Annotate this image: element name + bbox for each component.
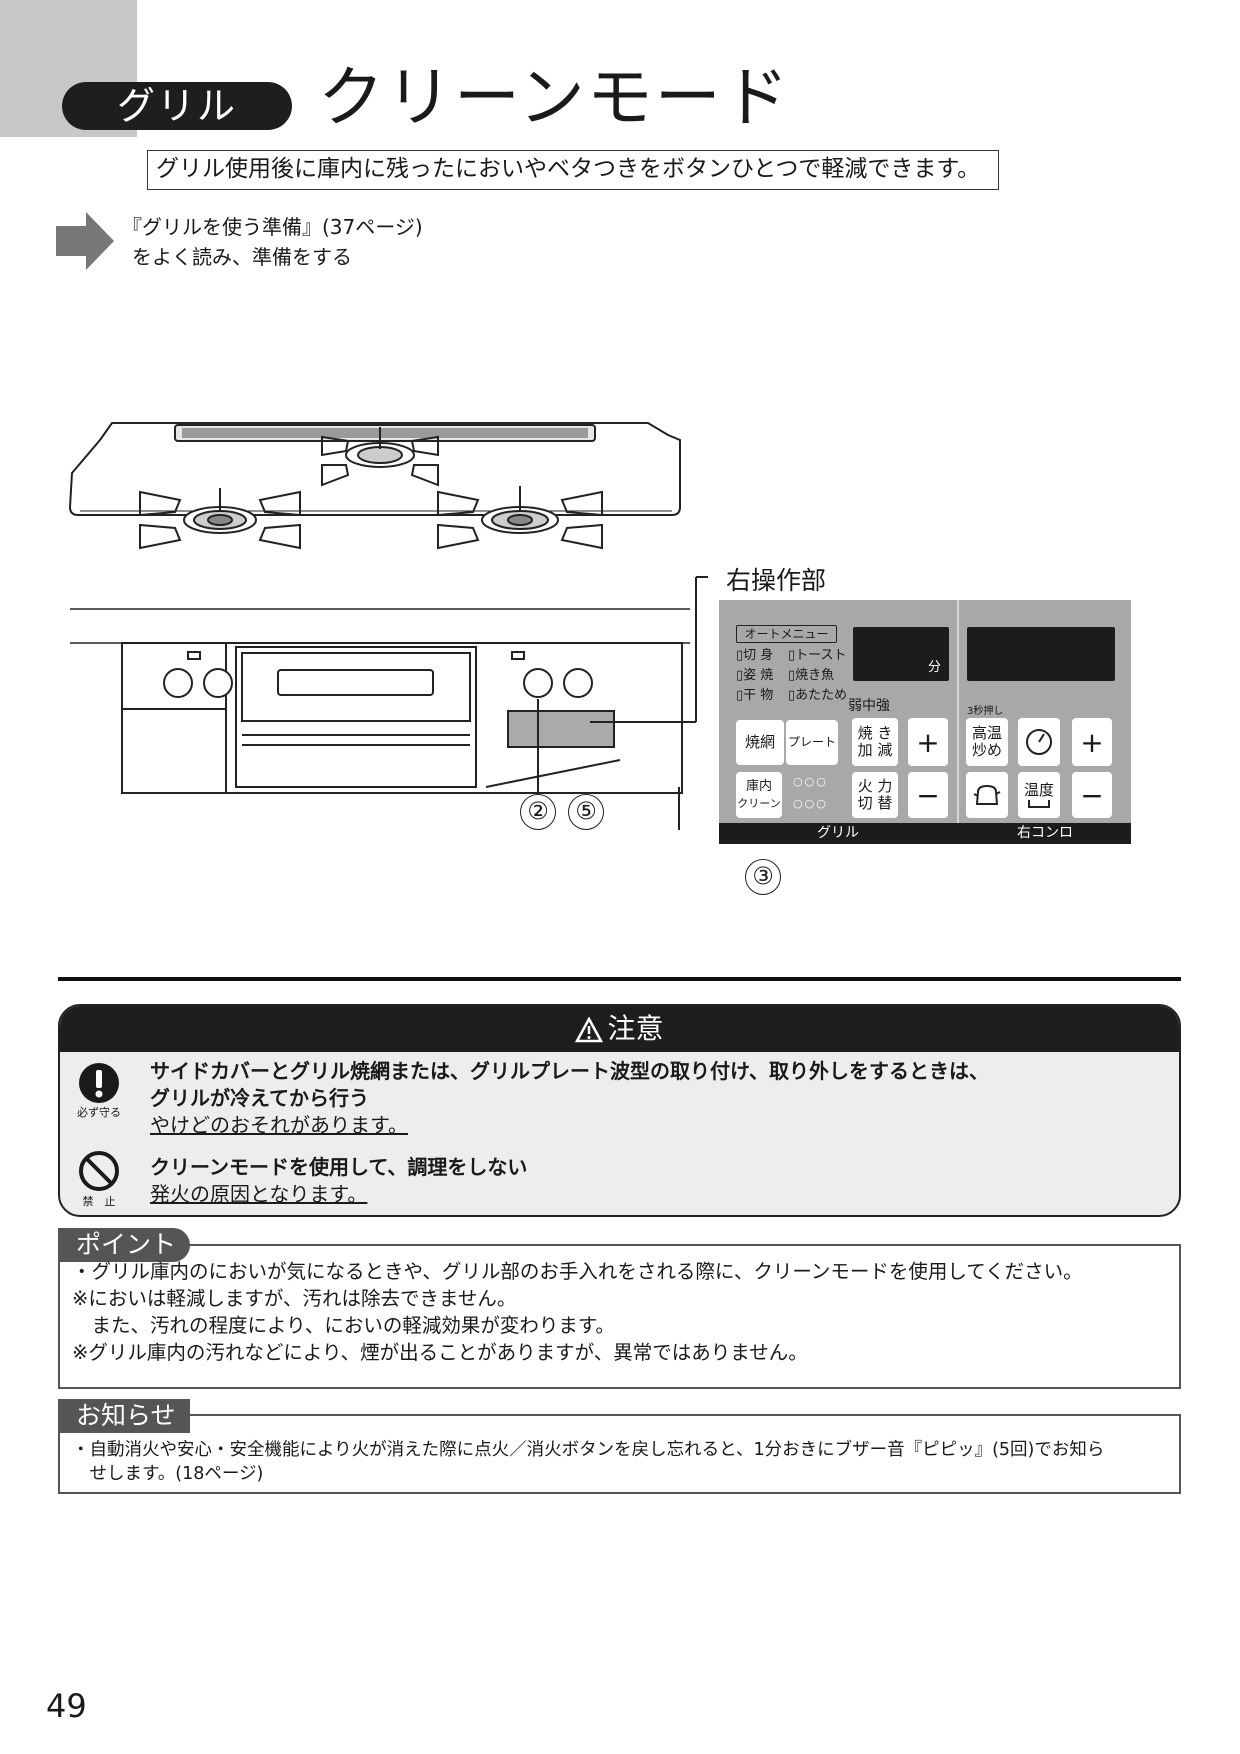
prohibited-icon: [79, 1151, 119, 1191]
grill-display: 分: [853, 627, 949, 681]
pot-icon: [1028, 799, 1050, 808]
section-divider: [58, 977, 1181, 981]
point-line: また、汚れの程度により、においの軽減効果が変わります。: [72, 1314, 615, 1337]
callout-5: ⑤: [568, 794, 604, 830]
heat-level-label: 弱中強: [848, 698, 890, 714]
grill-net-label: 焼網: [744, 733, 775, 751]
plate-button[interactable]: プレート: [786, 720, 838, 765]
menu-item: ▯干 物: [736, 688, 774, 703]
heat-switch-label-1: 火 力: [857, 777, 893, 795]
notice-line-1: ・自動消火や安心・安全機能により火が消えた際に点火／消火ボタンを戻し忘れると、1…: [72, 1440, 1105, 1460]
right-operation-label: 右操作部: [726, 566, 827, 595]
temperature-label: 温度: [1023, 780, 1054, 799]
minus-icon: −: [1080, 778, 1104, 812]
menu-item: ▯姿 焼: [736, 668, 774, 683]
menu-item: ▯トースト: [788, 648, 847, 663]
high-temp-label-1: 高温: [971, 724, 1002, 742]
caution-item-1-main-1: サイドカバーとグリル焼網または、グリルプレート波型の取り付け、取り外しをするとき…: [150, 1059, 989, 1083]
heat-switch-button[interactable]: 火 力 切 替: [852, 772, 898, 818]
point-line: ※においは軽減しますが、汚れは除去できません。: [72, 1287, 517, 1310]
grill-minus-button[interactable]: −: [908, 772, 948, 818]
plus-icon: +: [916, 725, 940, 759]
callout-2: ②: [520, 794, 556, 830]
right-plus-button[interactable]: +: [1072, 718, 1112, 766]
konai-clean-button[interactable]: 庫内 クリーン: [736, 772, 782, 818]
notice-box: ・自動消火や安心・安全機能により火が消えた際に点火／消火ボタンを戻し忘れると、1…: [58, 1414, 1181, 1494]
right-minus-button[interactable]: −: [1072, 772, 1112, 818]
point-line: ※グリル庫内の汚れなどにより、煙が出ることがありますが、異常ではありません。: [72, 1341, 808, 1364]
yaki-kagen-label-1: 焼 き: [857, 724, 893, 742]
menu-item: ▯焼き魚: [788, 668, 835, 683]
stove-illustration: [68, 422, 708, 830]
callout-3: ③: [745, 859, 781, 895]
minus-icon: −: [916, 778, 940, 812]
menu-item: ▯切 身: [736, 648, 774, 663]
menu-item: ▯あたため: [788, 688, 848, 703]
kettle-button[interactable]: [966, 772, 1008, 818]
section-label: グリル: [62, 82, 292, 130]
right-burner-section-label: 右コンロ: [1017, 825, 1073, 841]
point-box: ・グリル庫内のにおいが気になるときや、グリル部のお手入れをされる際に、クリーンモ…: [58, 1244, 1181, 1389]
temperature-button[interactable]: 温度: [1018, 772, 1060, 818]
caution-item-1-sub: やけどのおそれがあります。: [150, 1113, 408, 1137]
caution-header: 注意: [60, 1006, 1179, 1052]
panel-divider: [957, 600, 959, 844]
heat-indicator-top: ○○○: [793, 775, 828, 788]
point-tag: ポイント: [58, 1228, 190, 1262]
must-do-icon: [79, 1063, 119, 1103]
caution-item-1-main-2: グリルが冷えてから行う: [150, 1086, 369, 1110]
point-body: ・グリル庫内のにおいが気になるときや、グリル部のお手入れをされる際に、クリーンモ…: [72, 1258, 1083, 1366]
notice-line-2: せします。(18ページ): [72, 1464, 264, 1484]
timer-button[interactable]: [1018, 718, 1060, 766]
yaki-kagen-button[interactable]: 焼 き 加 減: [852, 718, 898, 766]
caution-item-2-sub: 発火の原因となります。: [150, 1182, 368, 1206]
heat-indicator-bottom: ○○○: [793, 797, 828, 810]
auto-menu-label: オートメニュー: [736, 625, 837, 643]
display-unit: 分: [927, 660, 941, 675]
grill-plus-button[interactable]: +: [908, 718, 948, 766]
page-number: 49: [46, 1687, 87, 1725]
caution-title: 注意: [607, 1012, 664, 1045]
summary-box: グリル使用後に庫内に残ったにおいやベタつきをボタンひとつで軽減できます。: [147, 150, 999, 190]
high-temp-fry-button[interactable]: 高温 炒め: [966, 718, 1008, 766]
grill-section-label: グリル: [817, 825, 859, 841]
page-title: クリーンモード: [318, 59, 791, 136]
caution-box: 注意 必ず守る サイドカバーとグリル焼網または、グリルプレート波型の取り付け、取…: [58, 1004, 1181, 1217]
grill-net-button[interactable]: 焼網: [736, 720, 784, 765]
prep-line-1: 『グリルを使う準備』(37ページ): [122, 215, 423, 239]
prep-line-2: をよく読み、準備をする: [132, 245, 352, 269]
timer-icon: [1026, 729, 1052, 755]
panel-footer: [719, 823, 1131, 844]
caution-item-2: クリーンモードを使用して、調理をしない 発火の原因となります。: [150, 1154, 527, 1208]
heat-switch-label-2: 切 替: [857, 794, 893, 812]
konai-clean-label-1: 庫内: [745, 779, 772, 794]
plus-icon: +: [1080, 725, 1104, 759]
high-temp-label-2: 炒め: [971, 741, 1002, 759]
konai-clean-label-2: クリーン: [737, 797, 781, 810]
point-line: ・グリル庫内のにおいが気になるときや、グリル部のお手入れをされる際に、クリーンモ…: [72, 1260, 1083, 1283]
arrow-right-icon: [56, 212, 114, 270]
right-burner-display: [967, 627, 1115, 681]
prep-instruction: 『グリルを使う準備』(37ページ) をよく読み、準備をする: [122, 212, 423, 272]
plate-label: プレート: [787, 735, 836, 749]
kettle-icon: [973, 784, 1001, 805]
caution-item-1: サイドカバーとグリル焼網または、グリルプレート波型の取り付け、取り外しをするとき…: [150, 1058, 989, 1139]
caution-item-2-main: クリーンモードを使用して、調理をしない: [150, 1155, 528, 1179]
notice-body: ・自動消火や安心・安全機能により火が消えた際に点火／消火ボタンを戻し忘れると、1…: [72, 1438, 1104, 1486]
must-do-label: 必ず守る: [77, 1106, 121, 1119]
warning-icon: [575, 1017, 604, 1043]
press-3sec-label: 3秒押し: [967, 706, 1004, 717]
yaki-kagen-label-2: 加 減: [857, 741, 893, 759]
prohibited-label: 禁 止: [82, 1195, 116, 1208]
notice-tag: お知らせ: [58, 1399, 190, 1433]
